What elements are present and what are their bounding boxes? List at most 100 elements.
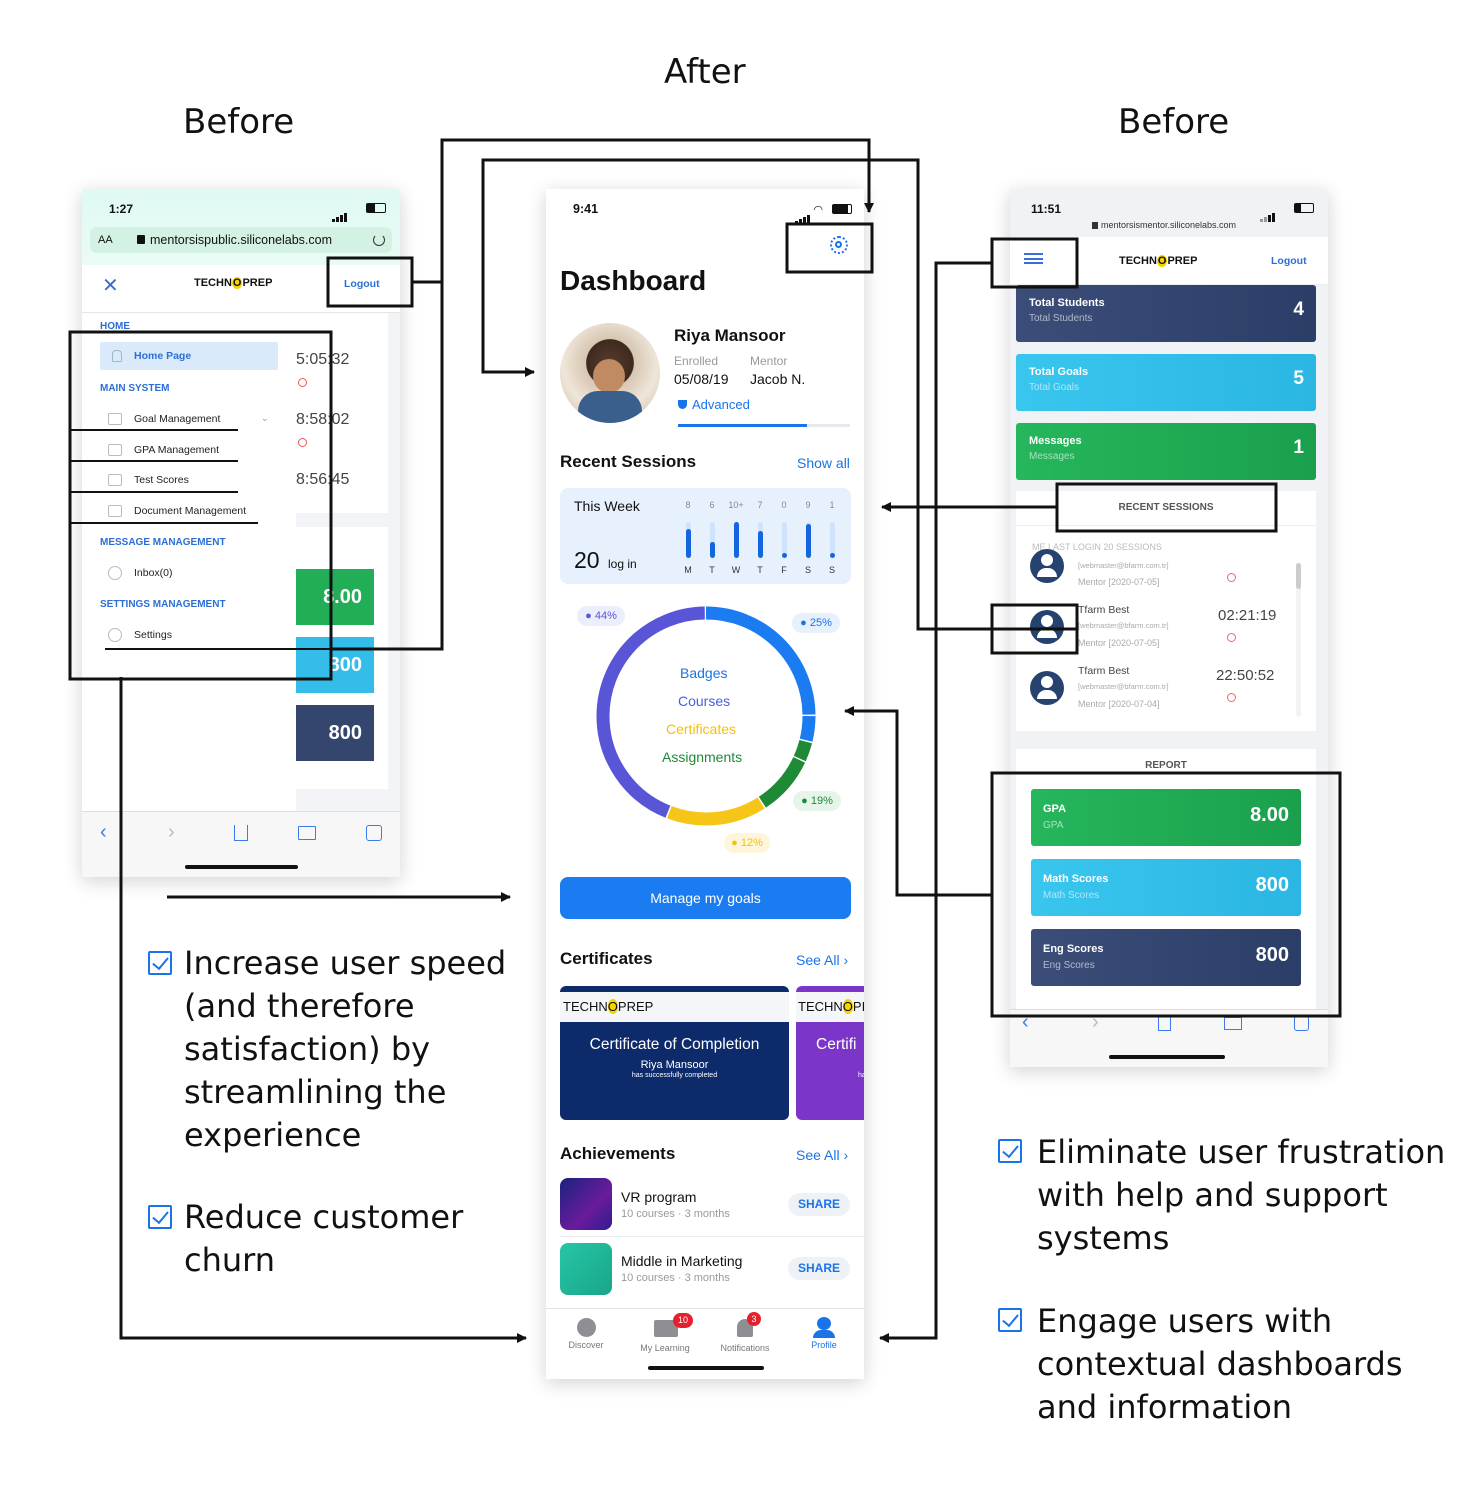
achievement-title: VR program bbox=[621, 1189, 697, 1205]
tabs-icon[interactable] bbox=[1294, 1016, 1309, 1031]
forward-icon[interactable]: › bbox=[168, 821, 175, 843]
day-bar bbox=[733, 522, 739, 558]
report-panel: REPORT GPA GPA 8.00 Math Scores Math Sco… bbox=[1016, 749, 1316, 1009]
menu-item-goal-management[interactable]: Goal Management bbox=[134, 413, 221, 425]
achievement-thumbnail bbox=[560, 1178, 612, 1230]
clock-icon bbox=[298, 438, 307, 447]
math-stat: 800 bbox=[296, 637, 374, 693]
day-label: W bbox=[731, 565, 741, 575]
clock-icon bbox=[1227, 693, 1236, 702]
day-bar bbox=[709, 541, 715, 558]
reload-icon[interactable] bbox=[373, 234, 385, 246]
text-size-button[interactable]: AA bbox=[98, 234, 113, 246]
total-goals-card[interactable]: Total Goals Total Goals 5 bbox=[1016, 354, 1316, 411]
certificates-see-all-link[interactable]: See All › bbox=[796, 952, 849, 968]
menu-item-inbox[interactable]: Inbox(0) bbox=[134, 567, 173, 579]
enrolled-date: 05/08/19 bbox=[674, 371, 729, 387]
week-count: 20 bbox=[574, 547, 600, 573]
left-phone-screenshot: 1:27 AA mentorsispublic.siliconelabs.com… bbox=[82, 189, 400, 877]
menu-item-settings[interactable]: Settings bbox=[134, 629, 172, 641]
session-mentor: Mentor [2020-07-04] bbox=[1078, 699, 1160, 709]
tab-notifications[interactable]: Notifications bbox=[720, 1343, 770, 1353]
sidebar-menu: HOME Home Page MAIN SYSTEM Goal Manageme… bbox=[82, 313, 296, 813]
settings-gear-icon[interactable] bbox=[830, 236, 848, 254]
percent-chip-certificates: ● 12% bbox=[724, 833, 770, 853]
session-time: 8:58:02 bbox=[296, 411, 350, 428]
menu-item-test-scores[interactable]: Test Scores bbox=[134, 474, 189, 486]
gpa-card[interactable]: GPA GPA 8.00 bbox=[1031, 789, 1301, 846]
session-email: [webmaster@bfarm.com.tr] bbox=[1078, 621, 1169, 630]
share-button[interactable]: SHARE bbox=[788, 1193, 850, 1216]
signal-icon bbox=[1260, 204, 1276, 222]
bookmarks-icon[interactable] bbox=[298, 826, 316, 840]
eng-scores-card[interactable]: Eng Scores Eng Scores 800 bbox=[1031, 929, 1301, 986]
day-count-label: 6 bbox=[709, 500, 715, 510]
checkbox-icon bbox=[148, 1205, 172, 1229]
profile-name: Riya Mansoor bbox=[674, 326, 786, 345]
logout-link[interactable]: Logout bbox=[1271, 255, 1307, 267]
chevron-down-icon: ⌄ bbox=[261, 413, 269, 423]
card-subtitle: GPA bbox=[1043, 820, 1064, 831]
day-label: T bbox=[709, 565, 715, 575]
card-value: 800 bbox=[1255, 944, 1289, 966]
session-name: Tfarm Best bbox=[1078, 665, 1130, 677]
share-icon[interactable] bbox=[1158, 1017, 1171, 1031]
percent-chip-assignments: ● 19% bbox=[793, 791, 841, 811]
tab-profile[interactable]: Profile bbox=[811, 1340, 837, 1350]
certificate-card[interactable]: TECHNOPREP Certificate of Completion Riy… bbox=[560, 986, 789, 1120]
signal-icon bbox=[332, 204, 348, 222]
back-icon[interactable]: ‹ bbox=[1022, 1011, 1029, 1033]
hamburger-menu-icon[interactable] bbox=[1024, 253, 1043, 264]
menu-item-document-management[interactable]: Document Management bbox=[134, 505, 247, 517]
day-label: F bbox=[781, 565, 787, 575]
day-bar bbox=[829, 552, 835, 558]
session-time: 5:05:32 bbox=[296, 351, 350, 368]
close-menu-icon[interactable]: ✕ bbox=[102, 275, 119, 297]
page-title: Dashboard bbox=[560, 265, 707, 296]
avatar[interactable] bbox=[560, 323, 660, 423]
avatar bbox=[1030, 610, 1064, 644]
week-count-suffix: log in bbox=[608, 557, 637, 571]
certificate-card[interactable]: TECHNOPI Certifi ha bbox=[796, 986, 864, 1120]
tabs-icon[interactable] bbox=[366, 825, 382, 841]
forward-icon[interactable]: › bbox=[1092, 1011, 1099, 1033]
card-subtitle: Total Goals bbox=[1029, 382, 1080, 393]
level-progress-fill bbox=[678, 424, 807, 427]
recent-sessions-title: Recent Sessions bbox=[560, 452, 697, 471]
status-time: 11:51 bbox=[1031, 202, 1062, 216]
day-bar bbox=[805, 523, 811, 558]
achievement-meta: 10 courses · 3 months bbox=[621, 1272, 730, 1284]
tab-my-learning[interactable]: My Learning bbox=[640, 1343, 690, 1353]
certificate-brand-logo: TECHNOPI bbox=[798, 999, 864, 1014]
scrollbar[interactable] bbox=[1296, 563, 1301, 717]
show-all-link[interactable]: Show all bbox=[797, 455, 850, 471]
donut-segment bbox=[596, 606, 816, 826]
checkbox-icon bbox=[148, 951, 172, 975]
share-button[interactable]: SHARE bbox=[788, 1257, 850, 1280]
achievements-see-all-link[interactable]: See All › bbox=[796, 1147, 849, 1163]
day-bar bbox=[685, 529, 691, 558]
share-icon[interactable] bbox=[234, 825, 248, 841]
menu-section-main: MAIN SYSTEM bbox=[100, 383, 170, 394]
messages-card[interactable]: Messages Messages 1 bbox=[1016, 423, 1316, 480]
checkbox-icon bbox=[998, 1139, 1022, 1163]
menu-item-gpa-management[interactable]: GPA Management bbox=[134, 444, 220, 456]
url-text[interactable]: mentorsispublic.siliconelabs.com bbox=[150, 233, 333, 247]
achievement-meta: 10 courses · 3 months bbox=[621, 1208, 730, 1220]
math-scores-card[interactable]: Math Scores Math Scores 800 bbox=[1031, 859, 1301, 916]
day-count-label: 7 bbox=[757, 500, 763, 510]
home-indicator bbox=[185, 865, 298, 869]
url-text[interactable]: mentorsismentor.siliconelabs.com bbox=[1101, 220, 1237, 230]
tab-discover[interactable]: Discover bbox=[568, 1340, 604, 1350]
battery-icon bbox=[366, 203, 386, 213]
total-students-card[interactable]: Total Students Total Students 4 bbox=[1016, 285, 1316, 342]
lock-icon bbox=[137, 235, 145, 244]
logout-link[interactable]: Logout bbox=[344, 278, 380, 290]
manage-goals-button[interactable]: Manage my goals bbox=[560, 877, 851, 919]
certificates-title: Certificates bbox=[560, 949, 653, 968]
bookmarks-icon[interactable] bbox=[1224, 1017, 1242, 1030]
enrolled-label: Enrolled bbox=[674, 354, 719, 368]
session-time: 02:21:19 bbox=[1218, 607, 1277, 624]
back-icon[interactable]: ‹ bbox=[100, 821, 107, 843]
